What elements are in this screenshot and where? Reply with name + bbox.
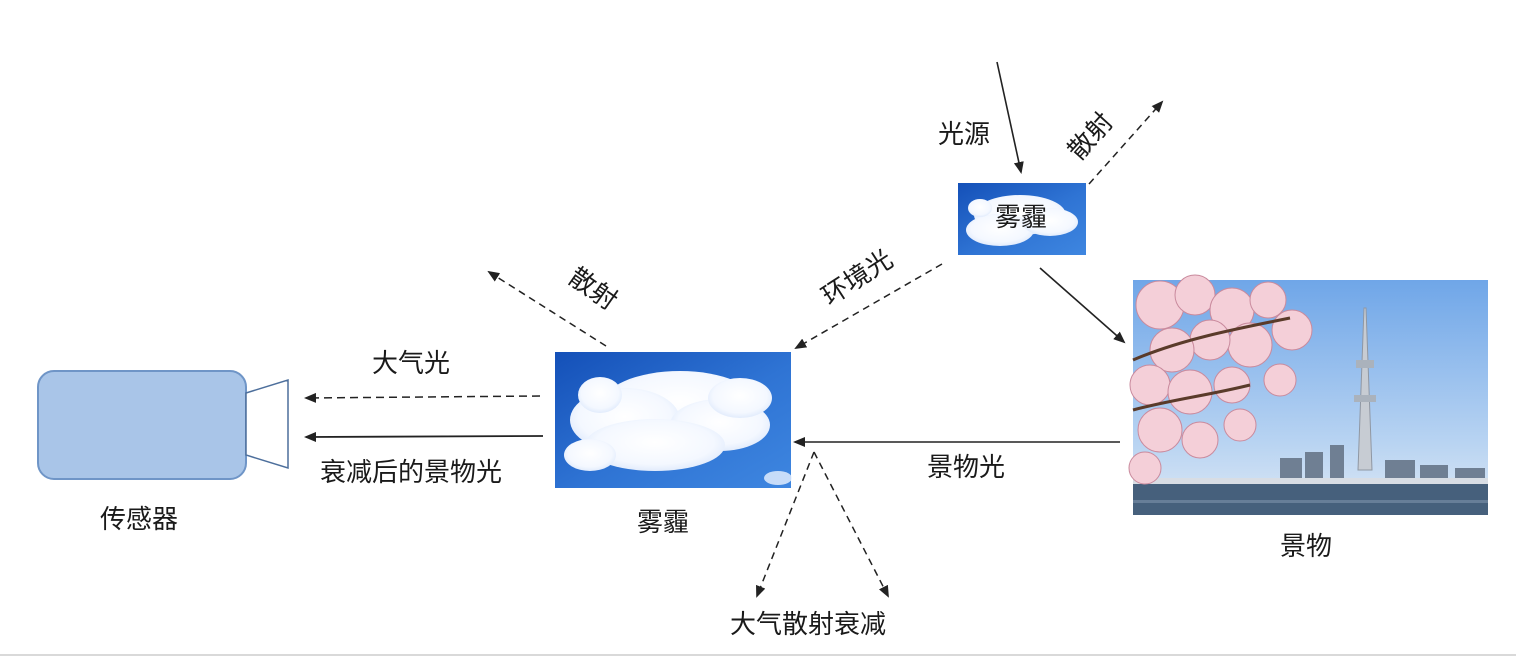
scene-image: [1128, 274, 1488, 515]
light-source-label: 光源: [938, 120, 990, 150]
scatter-top-label: 散射: [1063, 107, 1120, 166]
attenuation-label: 大气散射衰减: [730, 610, 886, 640]
scatter-left-label: 散射: [563, 262, 623, 316]
attenuated-light-arrow: [304, 431, 544, 442]
sensor-icon: [37, 370, 289, 480]
ambient-light-label: 环境光: [817, 244, 899, 312]
scene-label: 景物: [1280, 532, 1332, 562]
bottom-divider: [0, 654, 1516, 656]
haze-top-inner-label: 雾霾: [995, 203, 1047, 233]
scene-light-label: 景物光: [927, 453, 1005, 483]
ambient-light-arrow: [794, 263, 943, 349]
haze-top-image: [958, 183, 1086, 255]
attenuation-right-arrow: [813, 451, 889, 598]
airlight-arrow: [304, 392, 541, 403]
haze-to-scene-arrow: [1039, 267, 1126, 344]
airlight-label: 大气光: [372, 349, 450, 379]
sensor-label: 传感器: [100, 505, 178, 535]
haze-main-image: [555, 352, 792, 488]
light-source-arrow: [996, 61, 1024, 174]
scatter-top-arrow: [1088, 100, 1164, 185]
attenuation-left-arrow: [756, 451, 815, 598]
haze-main-label: 雾霾: [637, 508, 689, 538]
attenuated-light-label: 衰减后的景物光: [320, 458, 502, 488]
